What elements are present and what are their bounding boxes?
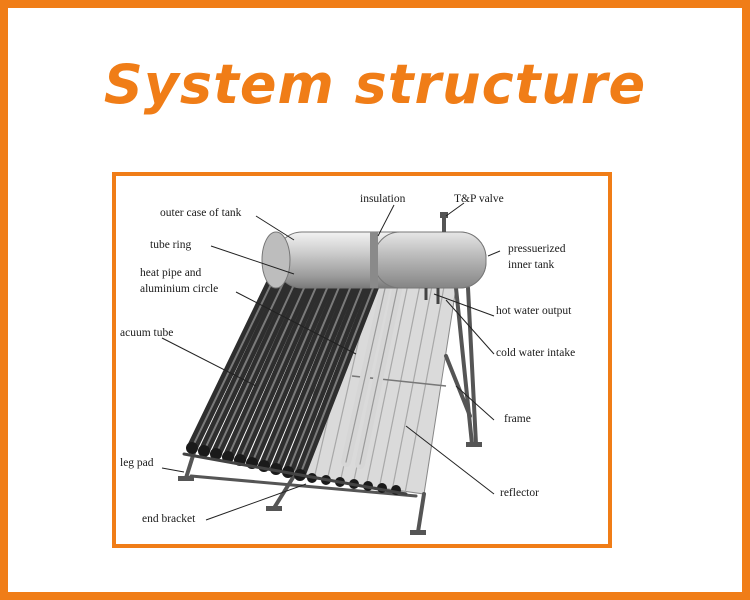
label-pressurized-line1: pressuerized: [508, 243, 566, 255]
label-leg-pad: leg pad: [120, 457, 154, 469]
system-diagram: outer case of tank insulation T&P valve …: [112, 172, 612, 548]
leg-pads: [178, 442, 482, 535]
end-bracket-bar: [182, 452, 408, 496]
label-heat-pipe-line1: heat pipe and: [140, 267, 202, 279]
label-pressurized-line2: inner tank: [508, 259, 555, 271]
page-title: System structure: [103, 53, 647, 116]
label-frame: frame: [504, 413, 531, 425]
label-acuum-tube: acuum tube: [120, 327, 174, 339]
label-tp-valve: T&P valve: [454, 193, 504, 205]
label-hot-water-output: hot water output: [496, 305, 572, 317]
label-end-bracket: end bracket: [142, 513, 196, 525]
label-heat-pipe-line2: aluminium circle: [140, 283, 219, 295]
vacuum-tubes: [182, 268, 408, 496]
label-insulation: insulation: [360, 193, 406, 205]
solar-heater-illustration: [161, 202, 501, 535]
label-outer-case: outer case of tank: [160, 207, 242, 219]
label-tube-ring: tube ring: [150, 239, 192, 251]
label-cold-water-intake: cold water intake: [496, 347, 576, 359]
water-tank: [261, 212, 487, 304]
label-reflector: reflector: [500, 487, 539, 499]
leader-lines: [161, 202, 501, 521]
